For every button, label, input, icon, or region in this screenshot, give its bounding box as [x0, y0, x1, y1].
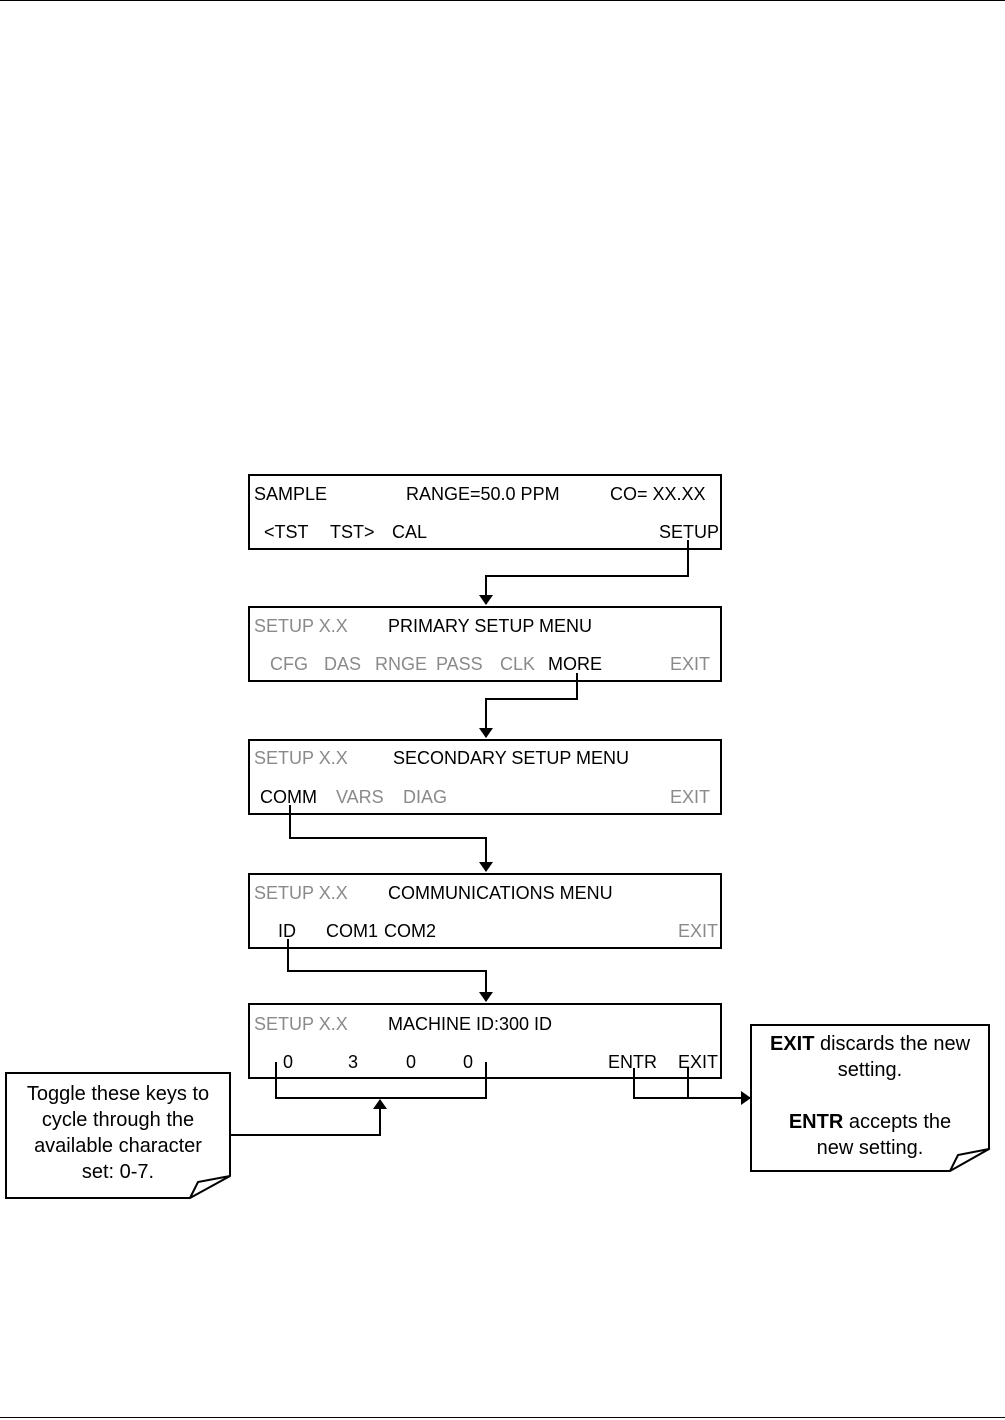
entr-desc: accepts the: [843, 1111, 952, 1133]
exit-desc: discards the new: [814, 1033, 971, 1055]
toggle-note-line-2: cycle through the: [41, 1109, 195, 1131]
primary-setup-screen: SETUP X.X PRIMARY SETUP MENU CFG DAS RNG…: [248, 606, 722, 682]
entr-note-line-1: ENTR accepts the: [751, 1109, 989, 1135]
digit-keys-bracket: [275, 1062, 487, 1099]
note-spacer: [751, 1083, 989, 1109]
concentration-readout: CO= XX.XX: [610, 484, 706, 504]
tst-next-key[interactable]: TST>: [330, 522, 375, 542]
rnge-key[interactable]: RNGE: [375, 654, 428, 674]
mode-label: SETUP X.X: [254, 1014, 348, 1034]
pass-key[interactable]: PASS: [436, 654, 483, 674]
toggle-note-line-4: set: 0-7.: [81, 1161, 155, 1183]
cfg-key[interactable]: CFG: [270, 654, 308, 674]
das-key[interactable]: DAS: [324, 654, 362, 674]
toggle-note-box: [5, 1072, 231, 1199]
diag-key[interactable]: DIAG: [403, 787, 448, 807]
setup-key[interactable]: SETUP: [659, 522, 720, 542]
mode-label: SAMPLE: [254, 484, 328, 504]
exit-key[interactable]: EXIT: [670, 654, 711, 674]
com1-key[interactable]: COM1: [326, 921, 379, 941]
exit-entr-note-fold: [949, 1148, 990, 1172]
communications-screen: SETUP X.X COMMUNICATIONS MENU ID COM1 CO…: [248, 873, 722, 949]
menu-title: MACHINE ID:300 ID: [388, 1014, 553, 1034]
mode-label: SETUP X.X: [254, 748, 348, 768]
entr-note-line-2: new setting.: [816, 1137, 924, 1159]
toggle-note-fold: [189, 1175, 231, 1199]
menu-title: COMMUNICATIONS MENU: [388, 883, 613, 903]
comm-key[interactable]: COMM: [260, 787, 317, 807]
id-key[interactable]: ID: [278, 921, 296, 941]
toggle-note-line-3: available character: [34, 1135, 202, 1157]
arrow-comm-to-communications: [289, 805, 493, 872]
range-readout: RANGE=50.0 PPM: [406, 484, 560, 504]
digit-key-4[interactable]: 0: [463, 1052, 474, 1072]
mode-label: SETUP X.X: [254, 616, 348, 636]
toggle-note-line-1: Toggle these keys to: [26, 1083, 210, 1105]
menu-title: PRIMARY SETUP MENU: [388, 616, 593, 636]
menu-title: SECONDARY SETUP MENU: [393, 748, 630, 768]
entr-key-ref: ENTR: [788, 1111, 844, 1133]
tst-prev-key[interactable]: <TST: [264, 522, 309, 542]
toggle-note: Toggle these keys to cycle through the a…: [6, 1081, 230, 1185]
exit-note-line-2: setting.: [837, 1059, 903, 1081]
exit-entr-note: EXIT discards the new setting. ENTR acce…: [751, 1031, 989, 1161]
com2-key[interactable]: COM2: [384, 921, 437, 941]
bottom-rule: [0, 1417, 1005, 1418]
arrow-id-to-machine-id: [287, 939, 493, 1002]
exit-entr-note-box: [750, 1024, 990, 1172]
mode-label: SETUP X.X: [254, 883, 348, 903]
top-rule: [0, 0, 1005, 1]
secondary-setup-screen: SETUP X.X SECONDARY SETUP MENU COMM VARS…: [248, 739, 722, 815]
digit-key-3[interactable]: 0: [406, 1052, 417, 1072]
arrow-more-to-secondary: [479, 673, 578, 738]
more-key[interactable]: MORE: [548, 654, 602, 674]
exit-key[interactable]: EXIT: [670, 787, 711, 807]
cal-key[interactable]: CAL: [392, 522, 428, 542]
vars-key[interactable]: VARS: [336, 787, 384, 807]
digit-key-2[interactable]: 3: [348, 1052, 359, 1072]
exit-note-line-1: EXIT discards the new: [751, 1031, 989, 1057]
entr-key[interactable]: ENTR: [608, 1052, 657, 1072]
arrow-toggle-note: [230, 1099, 387, 1136]
clk-key[interactable]: CLK: [500, 654, 536, 674]
digit-key-1[interactable]: 0: [283, 1052, 294, 1072]
exit-key[interactable]: EXIT: [678, 1052, 719, 1072]
sample-screen: SAMPLE RANGE=50.0 PPM CO= XX.XX <TST TST…: [248, 474, 722, 550]
exit-key-ref: EXIT: [769, 1033, 815, 1055]
arrow-setup-to-primary: [479, 540, 689, 605]
exit-key[interactable]: EXIT: [678, 921, 719, 941]
entr-exit-bracket: [633, 1068, 689, 1099]
